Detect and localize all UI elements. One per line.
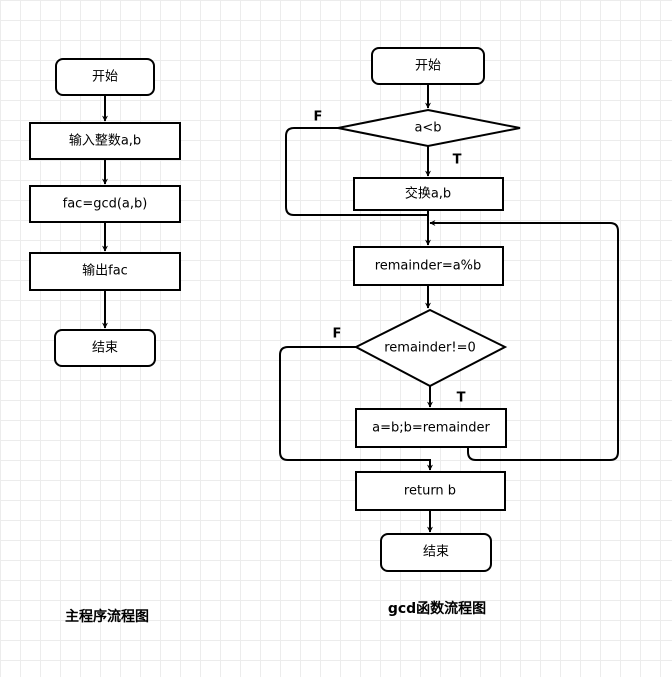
- gcd-remainder-node[interactable]: remainder=a%b: [353, 246, 504, 286]
- gcd-return-label: return b: [404, 484, 456, 499]
- gcd-swap-label: 交换a,b: [405, 186, 451, 202]
- gcd-swap-node[interactable]: 交换a,b: [353, 177, 504, 211]
- gcd-start-node[interactable]: 开始: [371, 47, 485, 85]
- gcd-assign-label: a=b;b=remainder: [372, 421, 490, 436]
- gcd-start-label: 开始: [415, 59, 441, 74]
- main-compute-node[interactable]: fac=gcd(a,b): [29, 185, 181, 223]
- gcd-flowchart: 开始 a<b 交换a,b remainder=a%b remainder!=0 …: [279, 47, 619, 617]
- edge-gcd-assign-loop-back: [429, 220, 619, 461]
- gcd-compare-label: a<b: [414, 121, 441, 136]
- gcd-remainder-label: remainder=a%b: [375, 259, 482, 274]
- main-end-node[interactable]: 结束: [54, 329, 156, 367]
- main-start-node[interactable]: 开始: [55, 58, 155, 96]
- main-flowchart: 开始 输入整数a,b fac=gcd(a,b) 输出fac 结束 主程序流程图: [29, 58, 181, 625]
- main-compute-label: fac=gcd(a,b): [63, 197, 148, 212]
- gcd-loop-decision[interactable]: remainder!=0: [353, 308, 508, 388]
- gcd-compare-decision[interactable]: a<b: [337, 108, 521, 148]
- main-input-node[interactable]: 输入整数a,b: [29, 122, 181, 160]
- gcd-loop-true-label: T: [457, 391, 466, 406]
- gcd-end-node[interactable]: 结束: [380, 533, 492, 572]
- edge-gcd-compare-false-bypass: [285, 127, 428, 216]
- gcd-end-label: 结束: [423, 545, 449, 560]
- edge-gcd-loop-false-to-return: [279, 346, 433, 471]
- gcd-compare-true-label: T: [453, 153, 462, 168]
- main-output-node[interactable]: 输出fac: [29, 252, 181, 291]
- main-output-label: 输出fac: [82, 263, 128, 279]
- main-end-label: 结束: [92, 341, 118, 356]
- gcd-compare-false-label: F: [314, 110, 323, 125]
- gcd-loop-false-label: F: [333, 327, 342, 342]
- main-flowchart-caption: 主程序流程图: [65, 608, 149, 625]
- main-input-label: 输入整数a,b: [69, 133, 141, 149]
- gcd-loop-label: remainder!=0: [384, 341, 476, 356]
- gcd-flowchart-caption: gcd函数流程图: [388, 600, 486, 617]
- gcd-assign-node[interactable]: a=b;b=remainder: [355, 408, 507, 448]
- gcd-return-node[interactable]: return b: [355, 471, 506, 511]
- main-start-label: 开始: [92, 70, 118, 85]
